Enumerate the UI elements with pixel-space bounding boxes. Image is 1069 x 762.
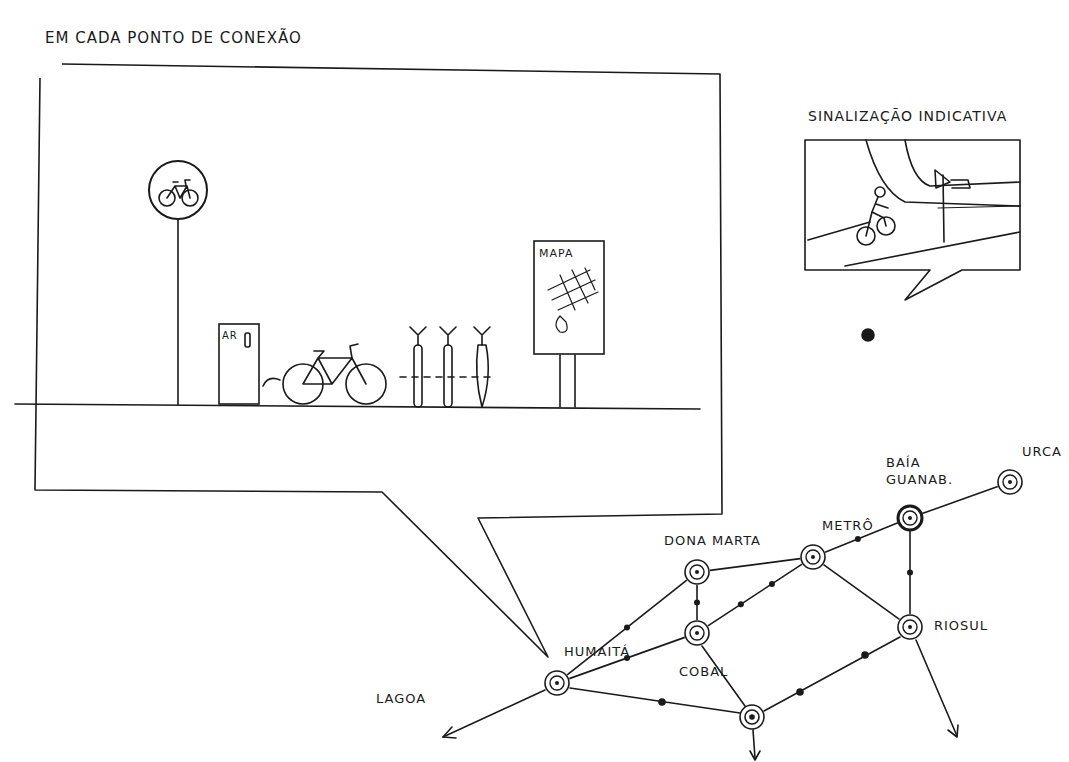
callout-outline [800, 100, 1025, 305]
bike-sign [149, 161, 207, 405]
route-connector [922, 486, 998, 513]
route-line [567, 580, 687, 675]
station-circle: METRÔ [800, 544, 826, 570]
station-name: COBAL [679, 663, 749, 680]
station-name: RIOSUL [934, 617, 1014, 634]
station-rings [684, 620, 710, 646]
station-rings [544, 670, 570, 696]
box-heading: EM CADA PONTO DE CONEXÃO [45, 30, 465, 47]
station-rings [800, 544, 826, 570]
route-dot [694, 600, 700, 606]
station-circle: HUMAITÁ [544, 670, 570, 696]
station-circle: DONA MARTA [684, 559, 710, 585]
route-connector [694, 585, 700, 620]
station-name: DONA MARTA [664, 532, 784, 549]
callout-dot [862, 329, 874, 341]
station-circle: COBAL [684, 620, 710, 646]
route-dot [738, 601, 744, 607]
sign-box: MAPA [533, 240, 605, 355]
route-line [710, 559, 800, 571]
route-dot [907, 570, 913, 576]
callout-box: SINALIZAÇÃO INDICATIVA [800, 100, 1025, 305]
route-connector [710, 559, 800, 571]
callout-box: EM CADA PONTO DE CONEXÃO AR MAPA [30, 28, 730, 498]
bicycle-drawing [263, 344, 386, 404]
route-line [708, 564, 802, 626]
station-rings [897, 505, 923, 531]
destination-label: LAGOA [376, 690, 426, 707]
station-name: METRÔ [822, 517, 892, 534]
map-sign-detail [548, 268, 598, 407]
route-connector [824, 565, 900, 620]
outgoing-arrow [443, 640, 958, 760]
sign-box: AR [218, 323, 260, 405]
callout-outline [30, 28, 730, 498]
station-rings [684, 559, 710, 585]
route-connector [907, 531, 913, 614]
station-name: URCA [1022, 443, 1069, 460]
station-circle: RIOSUL [897, 614, 923, 640]
route-line [824, 565, 900, 620]
box-heading: SINALIZAÇÃO INDICATIVA [808, 108, 1023, 125]
unnamed-station [740, 705, 764, 729]
station-circle: URCA [997, 469, 1023, 495]
route-dot [855, 536, 861, 542]
station-rings [997, 469, 1023, 495]
station-name: BAÍA GUANAB. [886, 454, 948, 488]
air-pump-detail [245, 333, 250, 347]
station-circle: BAÍA GUANAB. [897, 505, 923, 531]
ground-line [15, 404, 700, 409]
station-rings [897, 614, 923, 640]
box-heading: MAPA [539, 245, 599, 262]
route-dot [624, 625, 630, 631]
bike-rack [400, 327, 495, 407]
station-name: HUMAITÁ [564, 643, 654, 660]
route-line [922, 486, 998, 513]
signage-illustration [808, 140, 1020, 266]
route-connector [567, 580, 687, 675]
box-heading: AR [222, 327, 252, 344]
route-dot [769, 581, 775, 587]
route-connector [708, 564, 802, 626]
